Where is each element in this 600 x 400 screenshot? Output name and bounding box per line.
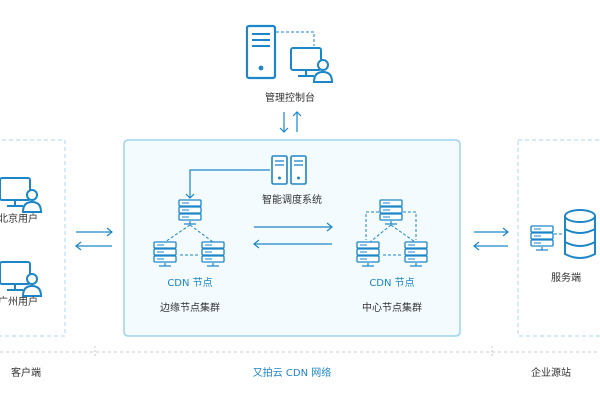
beijing-user: 北京用户: [0, 177, 42, 225]
guangzhou-user: 广州用户: [0, 261, 42, 308]
management-label: 管理控制台: [265, 91, 315, 104]
arrow-icon: [253, 222, 333, 249]
server-box-icon: [404, 241, 428, 267]
scheduler-system: 智能调度系统: [185, 155, 322, 206]
server-box-icon: [530, 225, 554, 251]
server-box-icon: [201, 241, 225, 267]
server-box-icon: [356, 241, 380, 267]
edge-cdn-node-label: CDN 节点: [167, 277, 212, 289]
client-zone: [0, 139, 66, 337]
scheduler-label: 智能调度系统: [262, 193, 322, 206]
server-label: 服务端: [551, 271, 581, 284]
database-icon: [564, 209, 596, 259]
footer-origin-label: 企业源站: [531, 366, 571, 379]
origin-server: 服务端: [530, 209, 596, 284]
beijing-user-label: 北京用户: [0, 212, 38, 225]
arrow-icon: [473, 227, 509, 251]
center-node-cluster: CDN 节点 中心节点集群: [356, 199, 428, 314]
server-box-icon: [153, 241, 177, 267]
server-box-icon: [379, 199, 403, 225]
server-box-icon: [178, 199, 202, 225]
edge-node-cluster: CDN 节点 边缘节点集群: [153, 199, 225, 314]
server-tower-icon: [245, 24, 277, 80]
center-cdn-node-label: CDN 节点: [369, 277, 414, 289]
arrow-icon: [185, 169, 270, 199]
center-cluster-label: 中心节点集群: [362, 301, 422, 314]
footer-network-label: 又拍云 CDN 网络: [253, 366, 332, 379]
arrow-icon: [75, 227, 113, 251]
cdn-network-panel: [123, 139, 461, 337]
guangzhou-user-label: 广州用户: [0, 295, 38, 308]
footer-client-label: 客户端: [11, 366, 41, 379]
management-console: 管理控制台: [245, 24, 333, 133]
edge-cluster-label: 边缘节点集群: [160, 301, 220, 314]
arrow-icon: [279, 111, 302, 133]
desktop-user-icon: [290, 47, 333, 83]
server-tower-icon: [271, 155, 307, 185]
